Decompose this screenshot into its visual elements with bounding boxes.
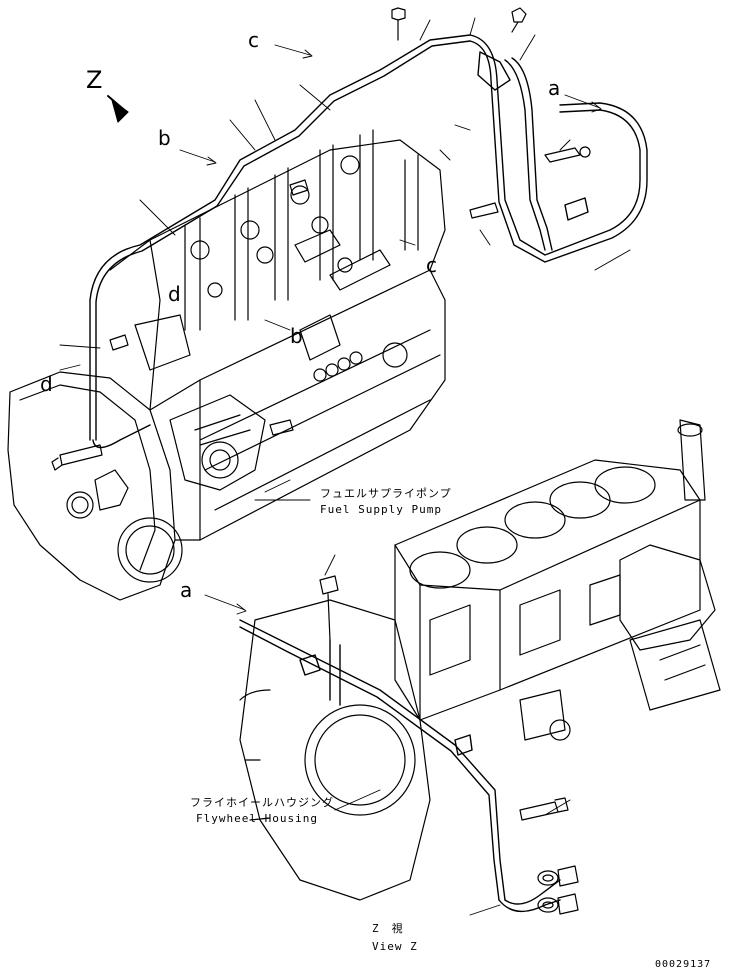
- upper-leaders: [59, 17, 631, 501]
- lower-engine-block: [239, 419, 721, 901]
- fuel-supply-pump-label-jp: フュエルサプライポンプ: [320, 487, 452, 500]
- callout-d-mid: d: [168, 282, 181, 306]
- flywheel-housing-label-jp: フライホイールハウジング: [190, 796, 334, 809]
- lower-bolts: [319, 575, 579, 915]
- callout-a-top: a: [548, 76, 561, 100]
- view-z-label-jp: Z 視: [372, 922, 404, 935]
- callout-c-top: c: [248, 28, 259, 52]
- flywheel-housing-label-en: Flywheel Housing: [196, 812, 318, 825]
- upper-harness: [89, 34, 648, 449]
- callout-d-left: d: [40, 372, 53, 396]
- view-z-label-en: View Z: [372, 940, 418, 953]
- fuel-supply-pump-label-en: Fuel Supply Pump: [320, 503, 442, 516]
- z-view-arrow: [107, 95, 129, 123]
- callout-b-left: b: [158, 126, 171, 150]
- callout-b-mid: b: [290, 324, 303, 348]
- lower-leaders: [204, 554, 571, 916]
- drawing-number: 00029137: [655, 959, 712, 970]
- callout-z: Z: [86, 66, 103, 94]
- lower-harness: [239, 619, 561, 913]
- callout-c-right: c: [426, 253, 437, 277]
- upper-bolts: [51, 7, 591, 471]
- upper-engine-block: [7, 129, 446, 601]
- callout-a-bottom: a: [180, 578, 193, 602]
